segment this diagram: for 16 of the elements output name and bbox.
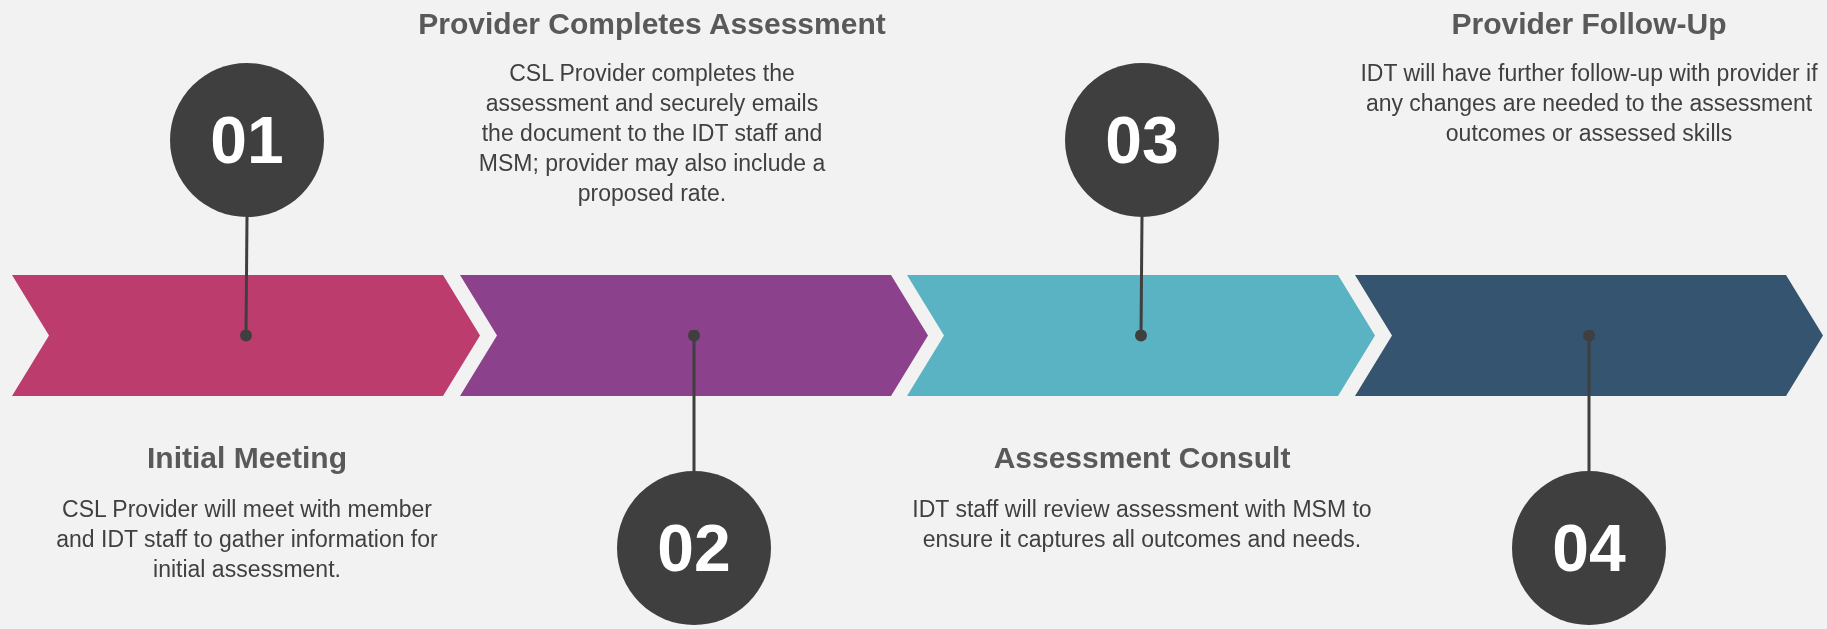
step-description: IDT will have further follow-up with provider if any changes are needed to the assessment outcomes or assessed skills <box>1359 59 1819 148</box>
leader-line <box>240 217 252 342</box>
step-number: 02 <box>657 515 731 581</box>
step-title: Provider Follow-Up <box>1450 6 1728 42</box>
leader-line <box>1135 217 1147 342</box>
step-number: 04 <box>1552 515 1626 581</box>
step-description: CSL Provider will meet with member and IDT staff to gather information for initial assessment. <box>55 495 439 584</box>
step-title: Assessment Consult <box>992 440 1292 476</box>
step-title: Initial Meeting <box>146 440 348 476</box>
step-description: IDT staff will review assessment with MSM to ensure it captures all outcomes and needs. <box>911 495 1373 554</box>
step-title: Provider Completes Assessment <box>417 6 887 42</box>
step-number: 01 <box>210 107 284 173</box>
leader-line <box>688 329 700 471</box>
leader-line <box>1583 329 1595 471</box>
step-description: CSL Provider completes the assessment and securely emails the document to the IDT staff and MSM; provider may also include a proposed rate. <box>477 59 827 208</box>
step-number: 03 <box>1105 107 1179 173</box>
